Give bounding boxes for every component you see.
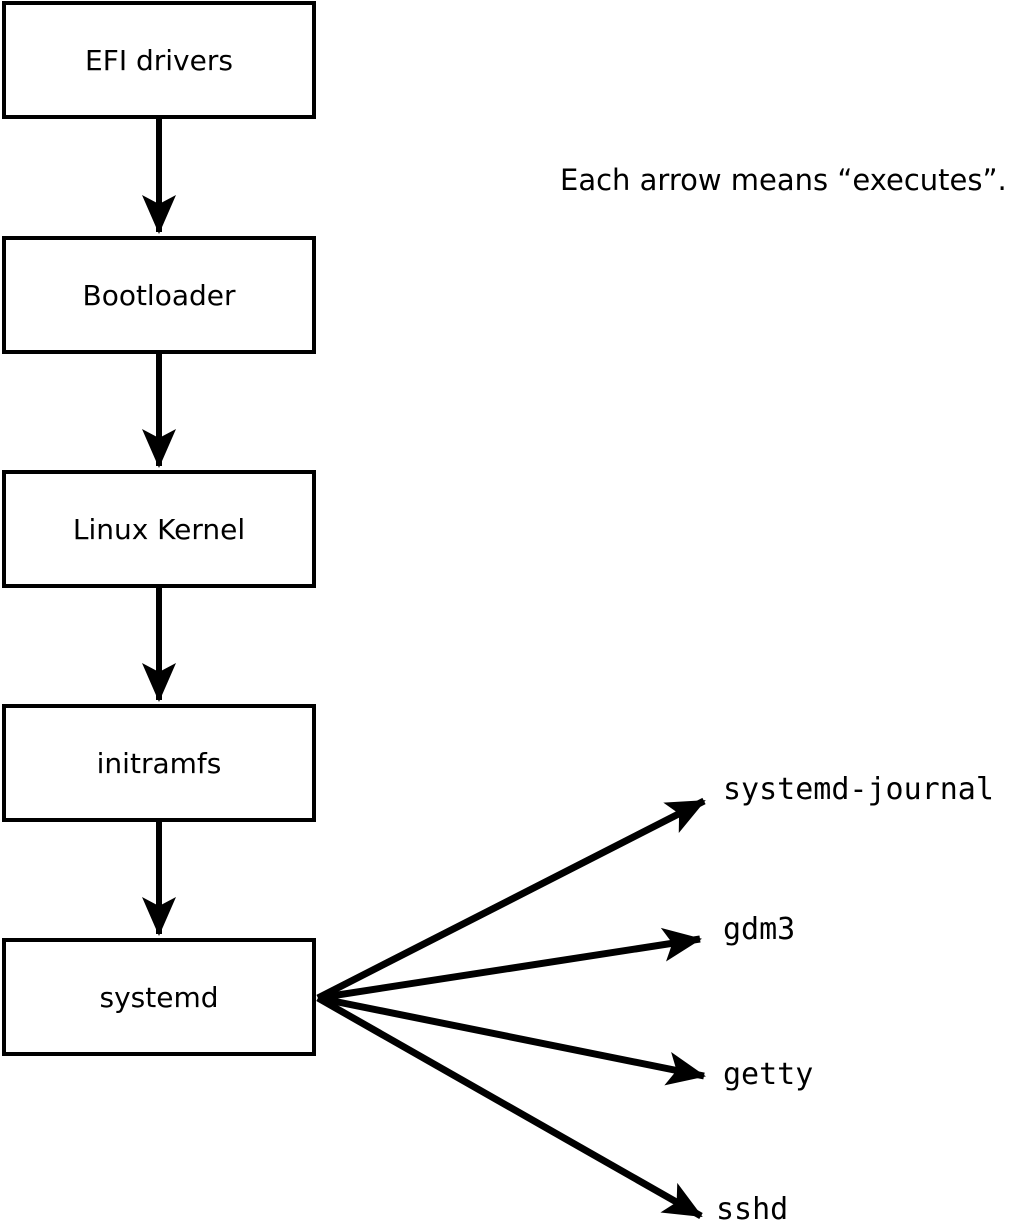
arrow-systemd-to-journal-icon [316,797,706,1002]
label-getty: getty [723,1057,814,1092]
label-gdm3: gdm3 [723,912,796,947]
arrow-meaning-note: Each arrow means “executes”. [560,163,1007,197]
node-efi-drivers: EFI drivers [2,1,316,119]
node-efi-drivers-label: EFI drivers [85,43,233,77]
node-bootloader: Bootloader [2,236,316,354]
arrow-systemd-to-sshd-icon [316,994,703,1220]
node-bootloader-label: Bootloader [82,278,236,312]
arrow-systemd-to-gdm3-icon [317,927,702,1002]
arrow-systemd-to-getty-icon [317,994,706,1086]
node-systemd: systemd [2,938,316,1056]
label-sshd: sshd [716,1192,789,1227]
node-systemd-label: systemd [99,980,219,1014]
label-systemd-journal: systemd-journal [723,772,994,807]
node-linux-kernel: Linux Kernel [2,470,316,588]
node-initramfs: initramfs [2,704,316,822]
node-linux-kernel-label: Linux Kernel [72,512,246,546]
node-initramfs-label: initramfs [96,746,222,780]
